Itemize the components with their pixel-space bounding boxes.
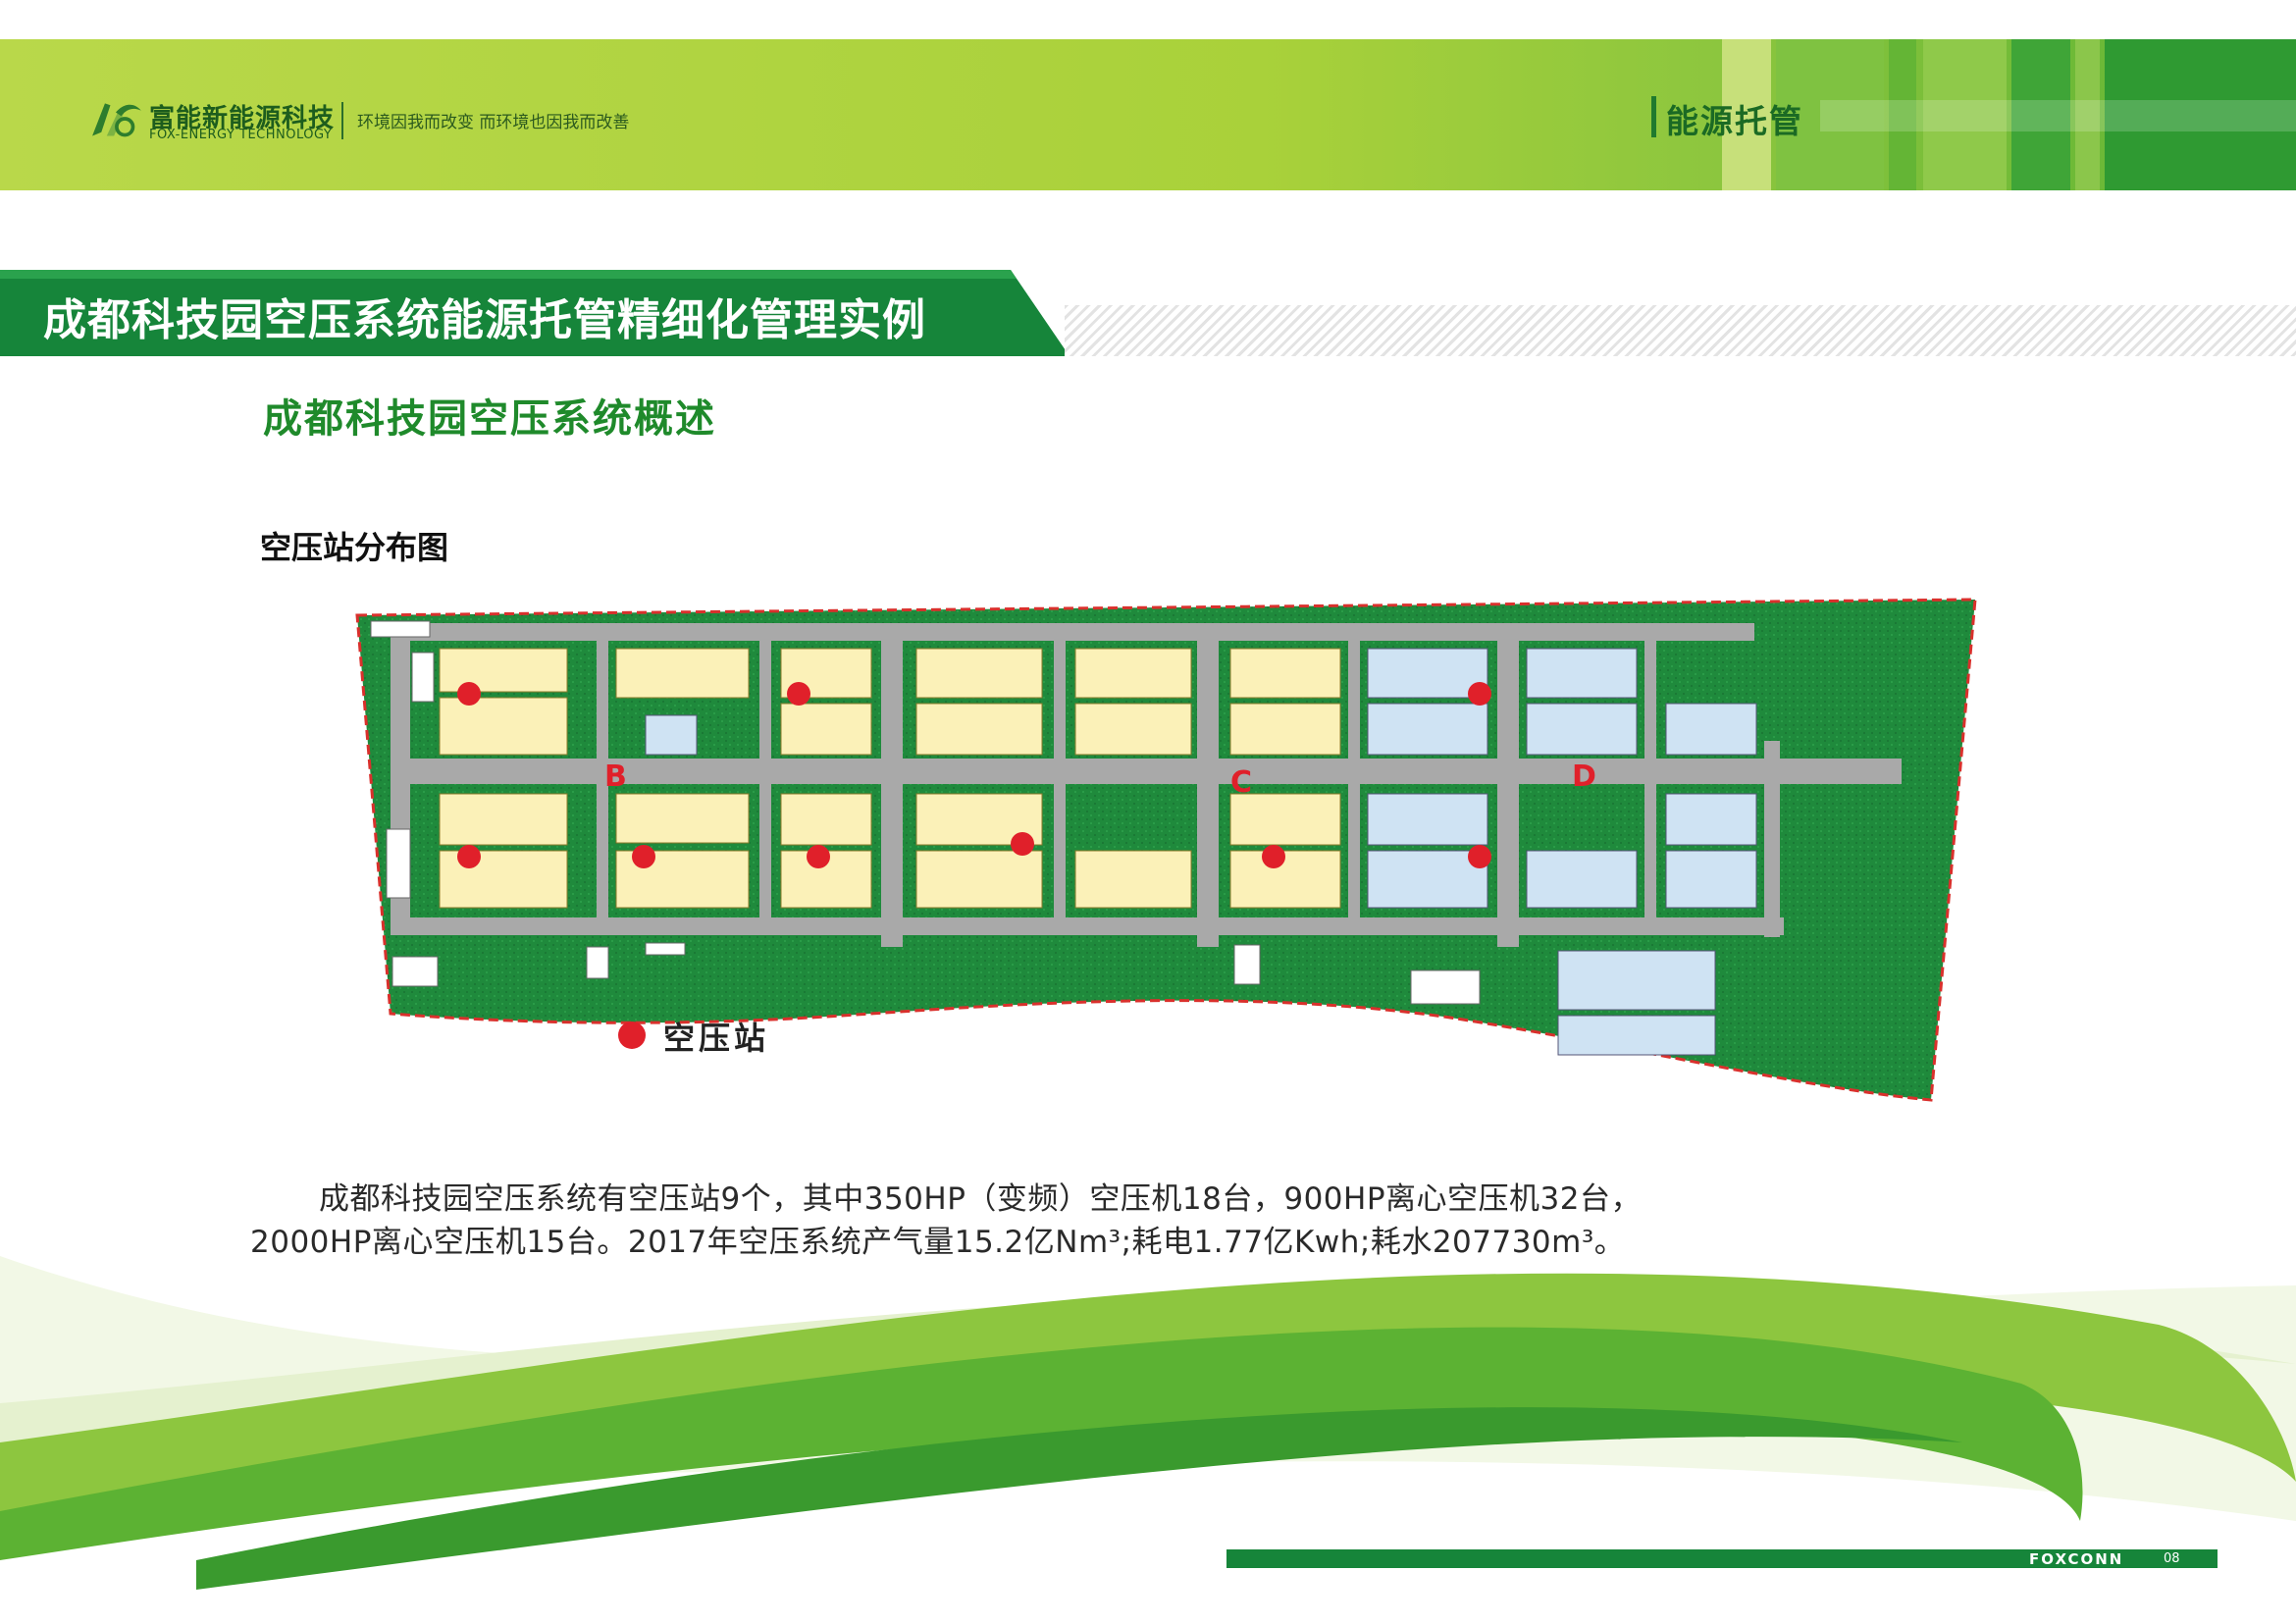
air-compressor-station-marker bbox=[787, 682, 810, 706]
section-tag: 能源托管 bbox=[1666, 102, 1803, 140]
footer-bar bbox=[1226, 1549, 2218, 1568]
brand-divider bbox=[341, 102, 343, 139]
air-compressor-station-marker bbox=[1262, 845, 1285, 868]
header-stripe bbox=[1923, 39, 2007, 190]
support-buildings bbox=[370, 620, 1481, 1005]
air-compressor-station-marker bbox=[632, 845, 655, 868]
zone-label-c: C bbox=[1230, 765, 1252, 800]
campus-map: B C D bbox=[355, 598, 1977, 1102]
title-hatch-pattern bbox=[1065, 305, 2296, 356]
footer-brand: FOXCONN bbox=[2029, 1550, 2124, 1568]
air-compressor-station-marker bbox=[457, 682, 481, 706]
air-compressor-station-marker bbox=[807, 845, 830, 868]
map-caption: 空压站分布图 bbox=[260, 529, 449, 566]
header-stripe bbox=[1776, 39, 1884, 190]
header-stripe bbox=[1889, 39, 1916, 190]
air-compressor-station-marker bbox=[1011, 832, 1034, 856]
zone-b-buildings bbox=[439, 648, 872, 909]
header-stripe bbox=[2075, 39, 2100, 190]
header-band bbox=[0, 39, 2296, 190]
brand-english-name: FOX-ENERGY TECHNOLOGY bbox=[149, 128, 333, 142]
header-stripe bbox=[2105, 39, 2296, 190]
fox-energy-logo-icon bbox=[92, 103, 141, 137]
description-line-2: 2000HP离心空压机15台。2017年空压系统产气量15.2亿Nm³;耗电1.… bbox=[250, 1225, 1626, 1260]
zone-d-buildings bbox=[1367, 648, 1757, 1056]
air-compressor-station-marker bbox=[457, 845, 481, 868]
zone-label-d: D bbox=[1572, 760, 1596, 794]
zone-label-b: B bbox=[604, 760, 627, 794]
section-tag-bar bbox=[1651, 96, 1656, 137]
legend-station-dot-icon bbox=[618, 1022, 646, 1049]
page-title: 成都科技园空压系统能源托管精细化管理实例 bbox=[43, 295, 926, 345]
zone-c-buildings bbox=[915, 648, 1341, 909]
station-layer bbox=[457, 682, 1491, 868]
header-stripe bbox=[1722, 39, 1771, 190]
brand-name: 富能新能源科技 bbox=[149, 104, 336, 133]
page-number: 08 bbox=[2164, 1551, 2180, 1566]
road-network bbox=[391, 623, 1902, 947]
title-banner bbox=[0, 270, 1070, 356]
section-subtitle: 成都科技园空压系统概述 bbox=[263, 396, 716, 442]
decorative-swoosh bbox=[0, 1256, 2296, 1590]
header-band-highlight bbox=[1820, 100, 2296, 131]
header-stripe bbox=[2011, 39, 2070, 190]
legend-label: 空压站 bbox=[663, 1020, 770, 1057]
description-line-1: 成都科技园空压系统有空压站9个，其中350HP（变频）空压机18台，900HP离… bbox=[319, 1181, 1642, 1217]
air-compressor-station-marker bbox=[1468, 845, 1491, 868]
air-compressor-station-marker bbox=[1468, 682, 1491, 706]
brand-slogan: 环境因我而改变 而环境也因我而改善 bbox=[357, 113, 630, 132]
